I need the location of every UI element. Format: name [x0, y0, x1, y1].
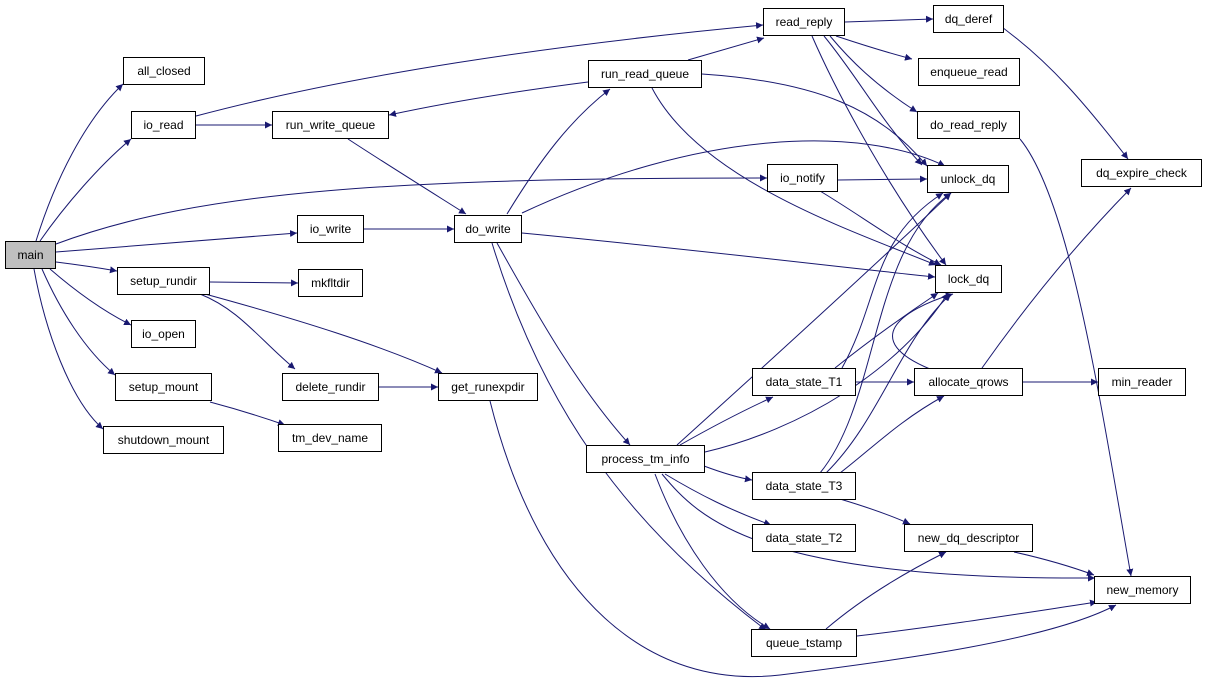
edge-read_reply-dq_deref — [844, 15, 934, 23]
edge-data_state_T3-unlock_dq — [819, 192, 952, 474]
edge-new_dq_descriptor-new_memory — [1013, 551, 1095, 576]
edge-data_state_T3-allocate_qrows — [839, 395, 945, 474]
node-main[interactable]: main — [5, 241, 56, 269]
edge-setup_rundir-delete_rundir — [199, 293, 296, 370]
edge-do_write-process_tm_info — [496, 242, 631, 446]
edge-main-io_notify — [55, 174, 768, 245]
edge-read_reply-enqueue_read — [835, 35, 913, 61]
node-io_notify[interactable]: io_notify — [767, 164, 838, 192]
edge-process_tm_info-data_state_T2 — [664, 473, 772, 526]
node-io_open[interactable]: io_open — [131, 320, 196, 348]
edge-get_runexpdir-new_memory — [489, 400, 1117, 677]
edge-read_reply-do_read_reply — [829, 35, 918, 113]
node-dq_deref[interactable]: dq_deref — [933, 5, 1004, 33]
node-do_read_reply[interactable]: do_read_reply — [917, 111, 1020, 139]
node-setup_mount[interactable]: setup_mount — [115, 373, 212, 401]
edge-read_reply-lock_dq — [811, 35, 947, 266]
node-new_dq_descriptor[interactable]: new_dq_descriptor — [904, 524, 1033, 552]
edge-process_tm_info-queue_tstamp — [654, 473, 771, 630]
node-run_write_queue[interactable]: run_write_queue — [272, 111, 389, 139]
node-enqueue_read[interactable]: enqueue_read — [918, 58, 1020, 86]
node-process_tm_info[interactable]: process_tm_info — [586, 445, 705, 473]
edge-process_tm_info-data_state_T1 — [679, 396, 774, 446]
node-data_state_T1[interactable]: data_state_T1 — [752, 368, 856, 396]
edge-dq_deref-dq_expire_check — [991, 19, 1129, 160]
edge-main-setup_mount — [41, 268, 116, 376]
edge-io_notify-unlock_dq — [837, 175, 928, 183]
edge-allocate_qrows-dq_expire_check — [981, 187, 1132, 369]
edge-do_write-queue_tstamp — [491, 242, 767, 631]
edge-run_read_queue-read_reply — [687, 36, 765, 61]
edge-run_write_queue-do_write — [347, 138, 467, 215]
node-allocate_qrows[interactable]: allocate_qrows — [914, 368, 1023, 396]
node-delete_rundir[interactable]: delete_rundir — [282, 373, 379, 401]
edge-process_tm_info-data_state_T3 — [703, 465, 753, 483]
edge-data_state_T1-lock_dq — [834, 292, 939, 369]
edge-main-setup_rundir — [55, 261, 118, 274]
node-lock_dq[interactable]: lock_dq — [935, 265, 1002, 293]
edge-queue_tstamp-new_dq_descriptor — [825, 551, 947, 630]
node-get_runexpdir[interactable]: get_runexpdir — [438, 373, 538, 401]
node-min_reader[interactable]: min_reader — [1098, 368, 1186, 396]
node-unlock_dq[interactable]: unlock_dq — [927, 165, 1009, 193]
edge-read_reply-unlock_dq — [823, 35, 923, 166]
edge-main-shutdown_mount — [33, 268, 104, 430]
edge-do_read_reply-new_memory — [1019, 138, 1134, 577]
edge-setup_mount-tm_dev_name — [209, 401, 286, 426]
node-dq_expire_check[interactable]: dq_expire_check — [1081, 159, 1202, 187]
node-new_memory[interactable]: new_memory — [1094, 576, 1191, 604]
node-queue_tstamp[interactable]: queue_tstamp — [751, 629, 857, 657]
edge-data_state_T3-new_dq_descriptor — [839, 498, 911, 525]
edge-process_tm_info-unlock_dq — [676, 192, 952, 446]
node-io_read[interactable]: io_read — [131, 111, 196, 139]
edge-main-all_closed — [35, 83, 124, 242]
edge-run_read_queue-lock_dq — [651, 87, 937, 266]
node-all_closed[interactable]: all_closed — [123, 57, 205, 85]
node-run_read_queue[interactable]: run_read_queue — [588, 60, 702, 88]
edge-main-io_read — [39, 138, 132, 242]
edge-io_read-read_reply — [195, 22, 764, 117]
node-read_reply[interactable]: read_reply — [763, 8, 845, 36]
edge-setup_rundir-get_runexpdir — [204, 293, 443, 374]
edge-main-io_write — [55, 230, 298, 253]
node-tm_dev_name[interactable]: tm_dev_name — [278, 424, 382, 452]
edge-do_write-run_read_queue — [506, 88, 611, 215]
edge-queue_tstamp-new_memory — [856, 599, 1098, 637]
edge-run_read_queue-unlock_dq — [701, 73, 928, 167]
edge-allocate_qrows-lock_dq — [892, 292, 954, 370]
edge-data_state_T3-lock_dq — [825, 293, 952, 474]
node-setup_rundir[interactable]: setup_rundir — [117, 267, 210, 295]
edge-run_read_queue-run_write_queue — [388, 81, 589, 117]
node-data_state_T3[interactable]: data_state_T3 — [752, 472, 856, 500]
node-do_write[interactable]: do_write — [454, 215, 522, 243]
edge-data_state_T1-unlock_dq — [841, 192, 944, 369]
edge-setup_rundir-mkfltdir — [209, 279, 299, 287]
node-shutdown_mount[interactable]: shutdown_mount — [103, 426, 224, 454]
edge-io_notify-lock_dq — [819, 190, 942, 266]
edge-main-io_open — [49, 268, 132, 326]
node-mkfltdir[interactable]: mkfltdir — [298, 269, 363, 297]
edge-do_write-lock_dq — [521, 232, 936, 280]
node-io_write[interactable]: io_write — [297, 215, 364, 243]
edge-do_write-unlock_dq — [521, 140, 946, 214]
node-data_state_T2[interactable]: data_state_T2 — [752, 524, 856, 552]
